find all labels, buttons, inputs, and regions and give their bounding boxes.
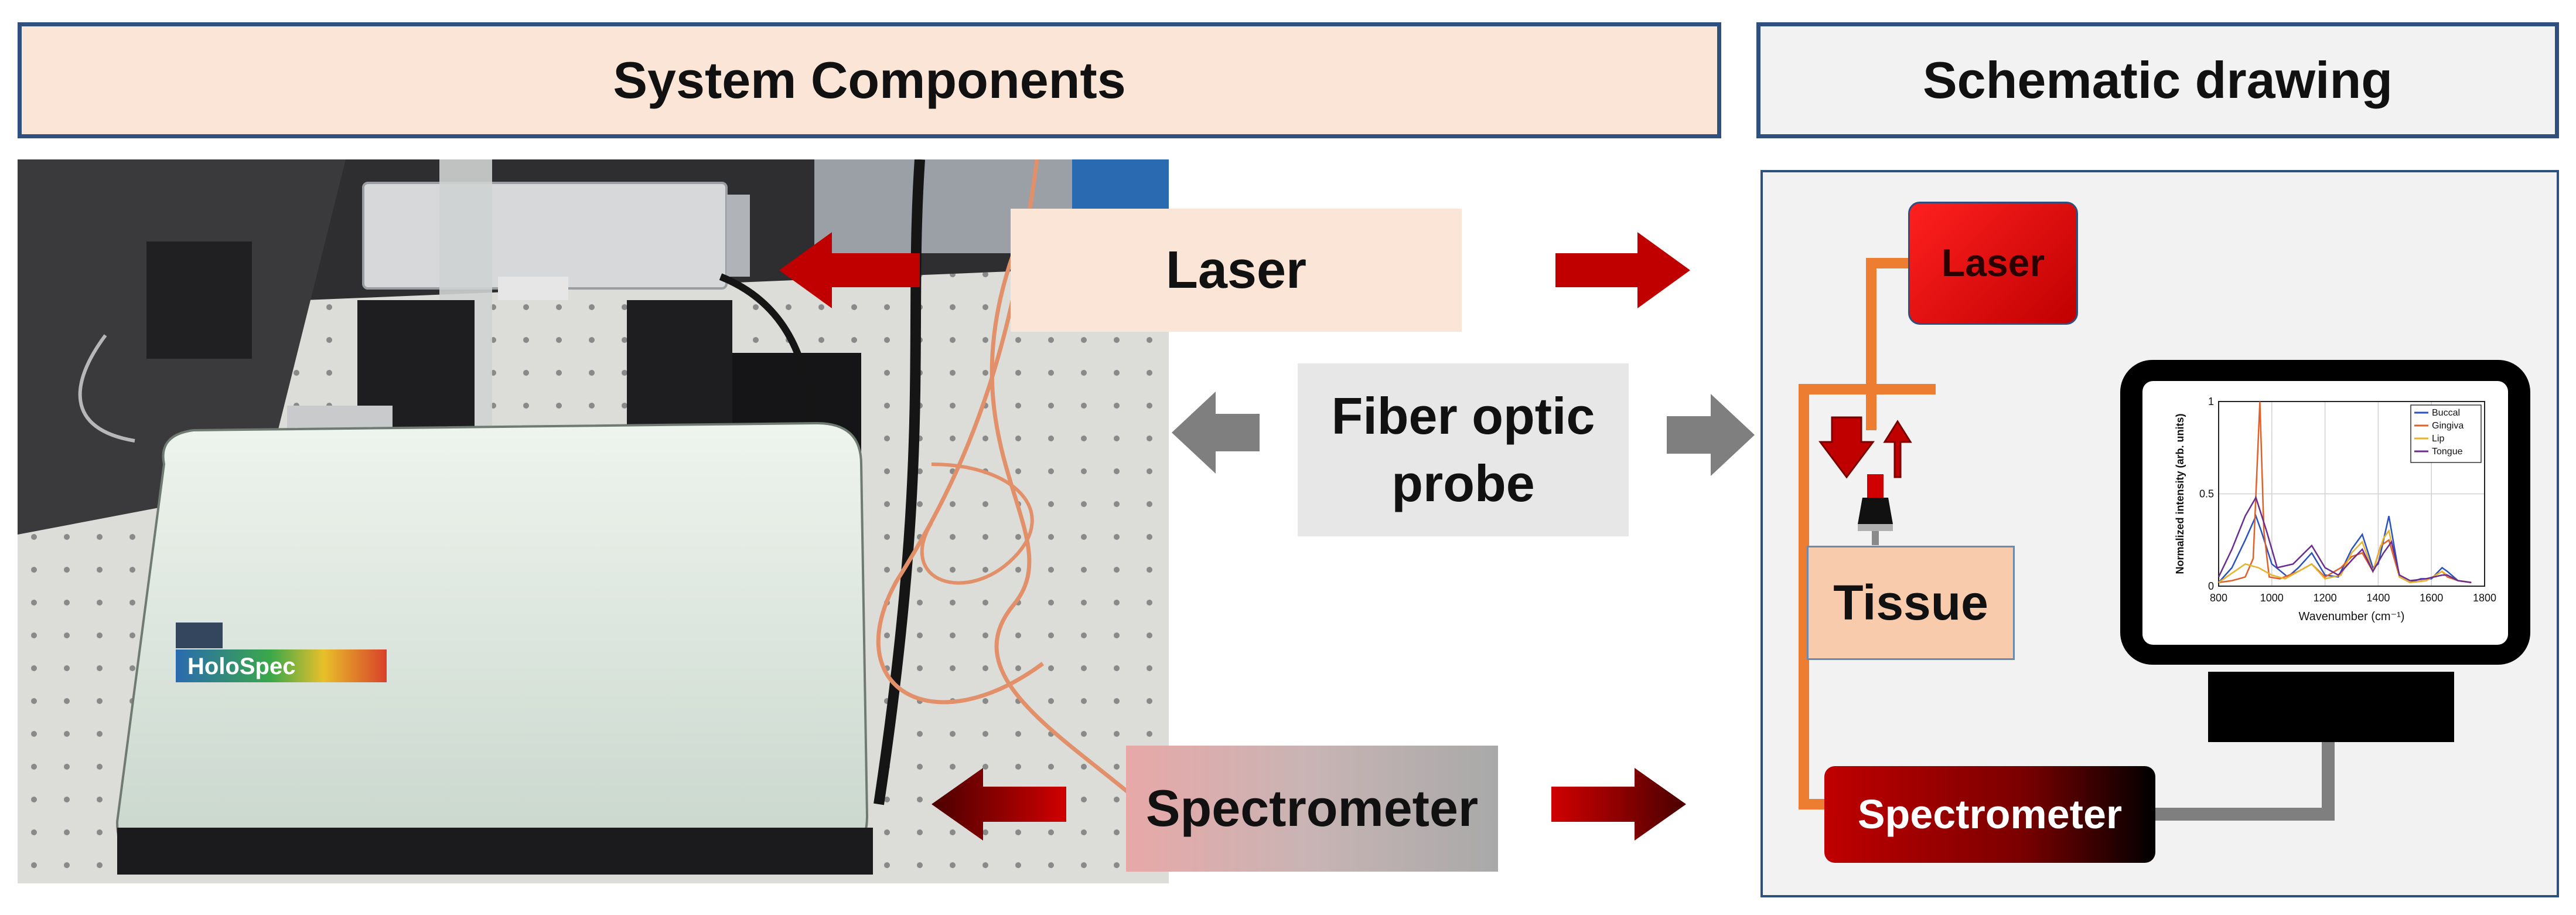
spectrometer-fiber-line [1799,384,1936,809]
laser-label: Laser [1011,209,1462,332]
laser-label-text: Laser [1165,240,1307,300]
x-axis-label: Wavenumber (cm⁻¹) [2299,610,2405,623]
probe-body [1858,498,1893,524]
y-tick-label-0: 0 [2208,580,2214,592]
x-tick-label-1: 1000 [2260,592,2284,604]
system-components-header: System Components [18,22,1721,138]
x-tick-label-3: 1400 [2366,592,2390,604]
y-axis-label: Normalized intensity (arb. units) [2174,413,2186,574]
schematic-spectrometer-text: Spectrometer [1857,791,2123,837]
y-tick-label-1: 0.5 [2199,488,2214,500]
spectrometer-photo-arrow [932,768,1066,841]
schematic-drawing-header: Schematic drawing [1756,22,2559,138]
laser-schematic-arrow [1555,232,1690,308]
schematic-laser-text: Laser [1941,241,2045,285]
fiber-probe-schematic-arrow [1667,394,1755,476]
x-tick-label-4: 1600 [2420,592,2443,604]
schematic-panel: Laser Tissue Spectrometer 800 1000 1200 140… [1760,170,2559,897]
spectrometer-label-text: Spectrometer [1145,779,1479,838]
x-tick-label-0: 800 [2210,592,2227,604]
legend-label-tongue: Tongue [2432,447,2463,457]
probe-needle [1872,531,1879,545]
system-photo: HoloSpec [18,159,1169,883]
legend-box [2410,404,2482,463]
legend-label-buccal: Buccal [2432,408,2460,418]
legend-label-gingiva: Gingiva [2432,421,2464,431]
fiber-probe-label-line1: Fiber optic [1331,387,1595,445]
fiber-probe-label-line2: probe [1391,454,1535,512]
x-tick-label-5: 1800 [2473,592,2496,604]
probe-tip-red [1867,474,1884,500]
holospec-brand: HoloSpec [187,654,295,679]
schematic-drawing-title: Schematic drawing [1922,51,2393,109]
plot-frame [2218,401,2485,587]
laser-photo-arrow [779,232,920,308]
system-photo-illustration: HoloSpec [18,159,1169,883]
fiber-probe-label: Fiber optic probe [1298,363,1629,536]
legend-label-lip: Lip [2432,434,2444,444]
schematic-spectrometer-box: Spectrometer [1824,766,2155,863]
system-components-title: System Components [613,51,1126,109]
monitor-stand [2208,672,2454,742]
schematic-tissue-box: Tissue [1807,546,2015,660]
series-line-tongue [2217,495,2472,583]
schematic-connections [1799,258,2335,821]
schematic-tissue-text: Tissue [1833,574,1988,630]
collection-up-arrow [1883,420,1912,478]
schematic-laser-box: Laser [1908,202,2078,325]
fiber-probe-photo-arrow [1172,392,1260,474]
series-line-buccal [2218,513,2472,584]
spectrometer-label: Spectrometer [1126,746,1498,872]
x-tick-label-2: 1200 [2314,592,2337,604]
probe-ring [1858,524,1893,531]
spectrometer-schematic-arrow [1551,768,1686,841]
excitation-down-arrow [1818,416,1875,479]
y-tick-label-2: 1 [2208,396,2214,407]
series-line-lip [2218,529,2472,583]
monitor-cable-line [2154,735,2335,821]
laser-fiber-line [1866,258,1911,430]
